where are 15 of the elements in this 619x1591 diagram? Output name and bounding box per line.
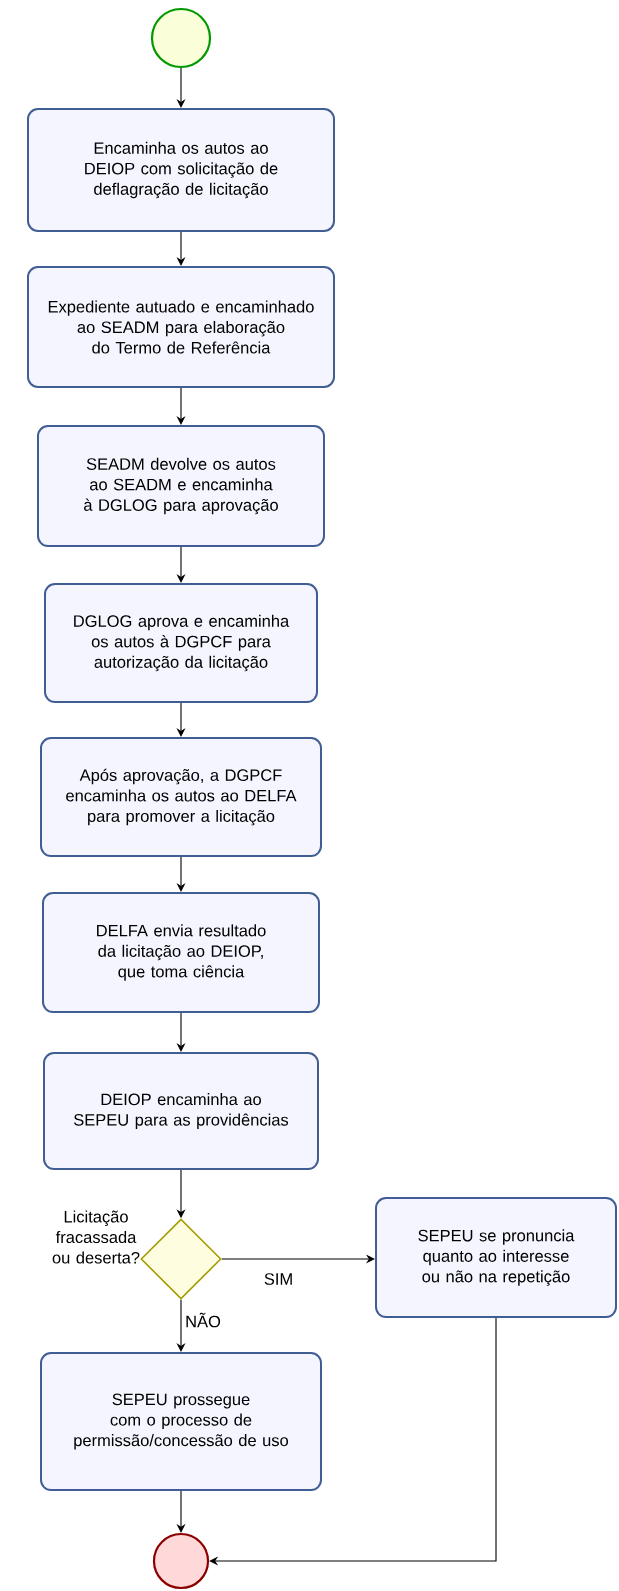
process-box: Após aprovação, a DGPCF encaminha os autos ao DELFA para promover a licitação [40,737,322,857]
process-box: DGLOG aprova e encaminha os autos à DGPCF para autorização da licitação [44,583,318,703]
process-box: DELFA envia resultado da licitação ao DEIOP, que toma ciência [42,892,320,1013]
process-box: SEADM devolve os autos ao SEADM e encaminha à DGLOG para aprovação [37,425,325,547]
start-event-circle [150,7,212,69]
process-box: SEPEU prossegue com o processo de permissão/concessão de uso [40,1352,322,1491]
process-box: Expediente autuado e encaminhado ao SEADM para elaboração do Termo de Referência [27,266,335,388]
edge-label: NÃO [184,1311,222,1329]
edge-label: SIM [262,1272,295,1286]
arrow [209,1317,497,1566]
process-box: DEIOP encaminha ao SEPEU para as providências [43,1052,319,1170]
end-event-circle [152,1532,210,1590]
process-box: Encaminha os autos ao DEIOP com solicitação de deflagração de licitação [27,108,335,232]
decision-label: Licitação fracassada ou deserta? [52,1210,140,1264]
process-box: SEPEU se pronuncia quanto ao interesse ou não na repetição [375,1197,617,1318]
